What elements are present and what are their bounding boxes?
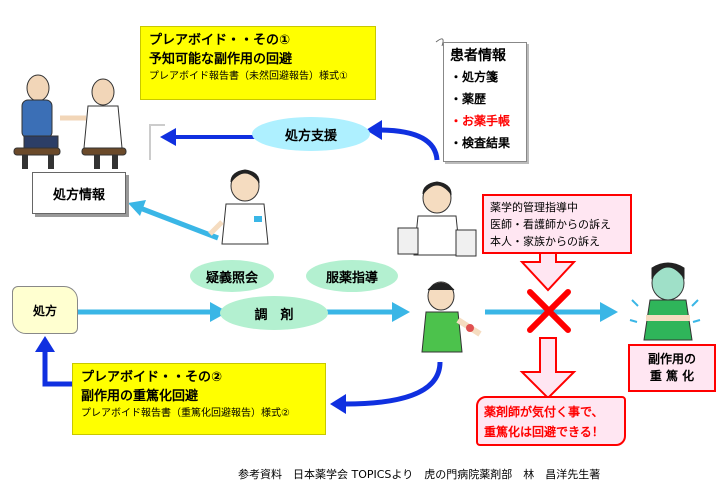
dispensing-ellipse: 調 剤 (220, 296, 328, 330)
rx-support-ellipse: 処方支援 (252, 117, 370, 151)
avoid1-box: プレアボイド・・その① 予知可能な副作用の回避 プレアボイド報告書（未然回避報告… (140, 26, 376, 100)
arrow-mgmt-down (519, 249, 577, 292)
patient-info-list: ・処方箋・薬歴・お薬手帳・検査結果 (450, 66, 520, 154)
arrow-patient-to-avoid2-head (330, 394, 346, 414)
patient-info-item: ・処方箋 (450, 70, 499, 84)
arrow-info-to-support-head (366, 120, 382, 140)
doctor-patient-illustration (13, 74, 127, 169)
arrow-x-down (519, 337, 577, 400)
patient-info-item: ・薬歴 (450, 92, 487, 106)
patient-info-item: ・検査結果 (450, 136, 511, 150)
cross-mark (527, 289, 571, 333)
severe-box: 副作用の 重 篤 化 (628, 344, 716, 392)
patient-illustration-center (421, 281, 482, 353)
patient-info-title: 患者情報 (450, 48, 506, 64)
avoid2-subtitle: 副作用の重篤化回避 (81, 389, 199, 404)
paper-curl (435, 38, 444, 47)
avoid1-subtitle: 予知可能な副作用の回避 (149, 52, 293, 67)
pharmacist-illustration-center (397, 181, 477, 257)
arrow-avoid2-to-rx-head (35, 336, 55, 352)
arrow-info-to-support (377, 127, 440, 161)
patient-info-item: ・お薬手帳 (450, 114, 511, 128)
arrow-support-to-doctor-head (160, 128, 176, 146)
arrow-pharmacist-to-rxinfo (139, 205, 219, 241)
prescription-scroll: 処方 (12, 286, 78, 334)
arrow-pharmacist-to-rxinfo-head (128, 200, 146, 216)
pharmacist-note: 薬剤師が気付く事で、 重篤化は回避できる！ (476, 396, 626, 446)
avoid1-title: プレアボイド・・その① (149, 33, 291, 48)
avoid2-title: プレアボイド・・その② (81, 370, 223, 385)
med-guidance-ellipse: 服薬指導 (306, 260, 398, 292)
pharmacist-note-line2: 重篤化は回避できる！ (484, 425, 604, 439)
mgmt-line1: 薬学的管理指導中 (490, 201, 578, 214)
bracket-doctor (149, 124, 165, 160)
arrow-patient-to-avoid2 (344, 361, 443, 407)
mgmt-line3: 本人・家族からの訴え (490, 235, 600, 248)
patient-illustration-severe (629, 262, 701, 341)
avoid2-box: プレアボイド・・その② 副作用の重篤化回避 プレアボイド報告書（重篤化回避報告）… (72, 363, 326, 435)
patient-info-card: 患者情報 ・処方箋・薬歴・お薬手帳・検査結果 (443, 42, 527, 162)
arrow-rx-to-dispense-head (210, 302, 228, 322)
mgmt-line2: 医師・看護師からの訴え (490, 218, 611, 231)
inquiry-ellipse: 疑義照会 (190, 260, 274, 292)
pharmacist-illustration-left (208, 169, 269, 245)
arrow-dispense-to-patient-head (392, 302, 410, 322)
mgmt-box: 薬学的管理指導中 医師・看護師からの訴え 本人・家族からの訴え (482, 194, 632, 254)
footer-reference: 参考資料 日本薬学会 TOPICSより 虎の門病院薬剤部 林 昌洋先生著 (238, 468, 601, 481)
arrow-patient-to-severe-head (600, 302, 618, 322)
avoid1-form: プレアボイド報告書（未然回避報告）様式① (149, 71, 348, 82)
pharmacist-note-line1: 薬剤師が気付く事で、 (484, 405, 604, 419)
rx-info-box: 処方情報 (32, 172, 126, 214)
avoid2-form: プレアボイド報告書（重篤化回避報告）様式② (81, 408, 290, 419)
arrow-avoid2-to-rx (42, 350, 72, 387)
